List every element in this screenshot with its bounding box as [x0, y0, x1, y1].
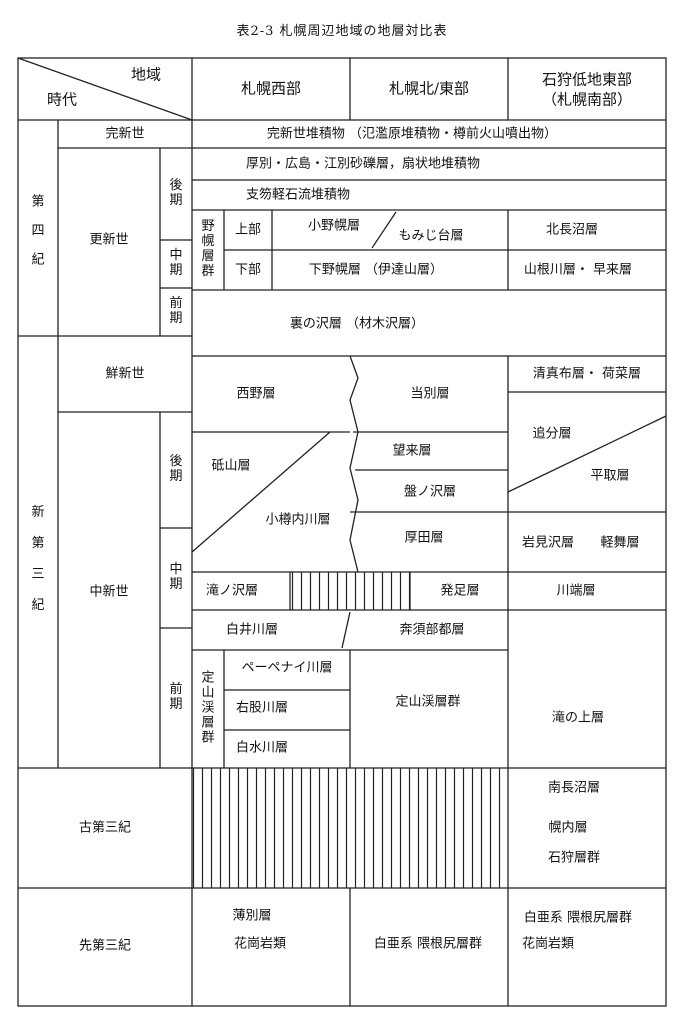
group-jozankei: 定山渓層群 [201, 670, 215, 746]
formation-yamanekawa: 山根川層・ 早来層 [523, 262, 633, 278]
epoch-pliocene: 鮮新世 [105, 366, 145, 382]
header-era-label: 時代 [46, 90, 78, 109]
subepoch-middle-pleistocene: 中期 [169, 248, 183, 278]
group-nopporo: 野幌層群 [201, 219, 215, 279]
formation-ishikari-group: 石狩層群 [547, 850, 601, 866]
formation-banonosawa: 盤ノ沢層 [403, 484, 457, 500]
epoch-pleistocene: 更新世 [89, 232, 129, 248]
header-col-ishikari-sub: （札幌南部） [541, 90, 633, 109]
formation-migimatagawa: 右股川層 [235, 700, 289, 716]
formation-shiraikawa: 白井川層 [225, 622, 279, 638]
formation-hiratori: 平取層 [590, 468, 630, 484]
subepoch-late-pleistocene: 後期 [169, 178, 183, 208]
formation-momijidai: もみじ台層 [398, 228, 464, 244]
header-col-west: 札幌西部 [240, 79, 302, 98]
epoch-holocene: 完新世 [105, 126, 145, 142]
formation-peepenaikawa: ペーペナイ川層 [241, 660, 333, 676]
formation-takinoue: 滝の上層 [551, 710, 605, 726]
formation-jozankei-group: 定山渓層群 [395, 694, 461, 710]
formation-holocene-deposits: 完新世堆積物 （氾濫原堆積物・樽前火山噴出物） [266, 126, 558, 142]
formation-granite-southeast: 花崗岩類 [521, 936, 575, 952]
formation-cretaceous-northeast: 白亜系 隈根尻層群 [373, 936, 483, 952]
subepoch-late-miocene: 後期 [169, 454, 183, 484]
formation-toyama: 砥山層 [211, 458, 251, 474]
period-neogene: 新第三紀 [31, 505, 45, 613]
formation-kawabata: 川端層 [556, 583, 596, 599]
formation-nishino: 西野層 [236, 386, 276, 402]
period-pre-tertiary: 先第三紀 [78, 938, 132, 954]
formation-cretaceous-southeast: 白亜系 隈根尻層群 [523, 910, 633, 926]
group-nopporo-lower: 下部 [234, 262, 262, 278]
formation-bourai: 望来層 [392, 443, 432, 459]
formation-horonai: 幌内層 [548, 820, 588, 836]
formation-iwamisawa: 岩見沢層 [521, 535, 575, 551]
period-quaternary: 第四紀 [31, 194, 45, 268]
formation-granite-west: 花崗岩類 [233, 936, 287, 952]
formation-atsubetsu-gravel: 厚別・広島・江別砂礫層，扇状地堆積物 [246, 156, 481, 172]
formation-kitanaganuma: 北長沼層 [545, 222, 599, 238]
formation-onoppo: 小野幌層 [307, 218, 361, 234]
formation-shiromizugawa: 白水川層 [235, 740, 289, 756]
subepoch-early-pleistocene: 前期 [169, 296, 183, 326]
header-col-ishikari: 石狩低地東部 [541, 70, 633, 89]
formation-oiwake: 追分層 [532, 426, 572, 442]
formation-kiyomappu: 清真布層・ 荷菜層 [532, 366, 642, 382]
formation-honsubetsu: 奔須部都層 [399, 622, 465, 638]
formation-minaminaganuma: 南長沼層 [547, 780, 601, 796]
formation-takinosawa: 滝ノ沢層 [205, 583, 259, 599]
formation-usubetsu: 薄別層 [232, 908, 272, 924]
header-region-label: 地域 [130, 65, 162, 84]
epoch-miocene: 中新世 [89, 584, 129, 600]
formation-uranosawa: 裏の沢層 （材木沢層） [289, 316, 425, 332]
group-nopporo-upper: 上部 [234, 222, 262, 238]
table-caption: 表2-3 札幌周辺地域の地層対比表 [236, 24, 448, 39]
formation-shikotsu-pyroclastic: 支笏軽石流堆積物 [246, 187, 351, 203]
formation-hattari: 発足層 [440, 583, 480, 599]
formation-atsuta: 厚田層 [404, 530, 444, 546]
subepoch-middle-miocene: 中期 [169, 562, 183, 592]
formation-tobetsu: 当別層 [410, 386, 450, 402]
period-paleogene: 古第三紀 [78, 820, 132, 836]
formation-shimonopporo: 下野幌層 （伊達山層） [308, 262, 444, 278]
formation-kotarunaigawa: 小樽内川層 [265, 512, 331, 528]
subepoch-early-miocene: 前期 [169, 682, 183, 712]
header-col-northeast: 札幌北/東部 [388, 79, 470, 98]
formation-karumai: 軽舞層 [600, 535, 640, 551]
